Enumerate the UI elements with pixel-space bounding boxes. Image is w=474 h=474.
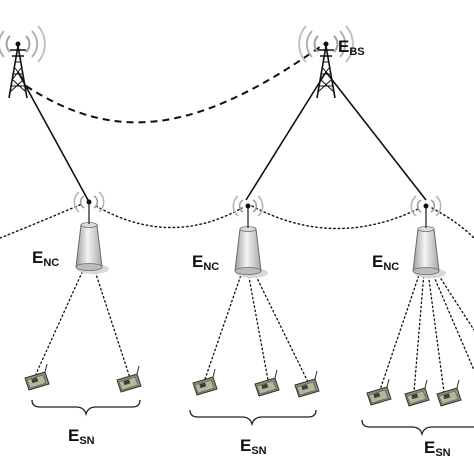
link-base-station-coordinator-3 — [325, 71, 427, 201]
sensor-node-icon — [24, 363, 50, 391]
sensor-node-icon — [366, 378, 392, 406]
mesh-link-right-edge — [431, 207, 474, 239]
network-coordinator-3-icon — [410, 195, 447, 279]
sensor-node-icon — [404, 379, 430, 407]
coordinator-3-label: ENC — [372, 252, 399, 273]
coordinator-2-label: ENC — [192, 252, 219, 273]
mesh-link-left-edge — [0, 203, 83, 239]
link-base-station-coordinator-2 — [245, 71, 327, 201]
mesh-link-2-3 — [251, 205, 421, 230]
tower-backhaul-link — [25, 43, 325, 124]
network-coordinator-1-icon — [73, 191, 110, 275]
sensor-group-3-label: ESN — [424, 438, 451, 459]
coordinator-mesh-links — [0, 203, 474, 239]
network-coordinator-2-icon — [232, 195, 269, 279]
sensor-node-icon — [192, 368, 218, 396]
sensor-group-braces — [31, 399, 474, 437]
brace-group-2 — [189, 409, 317, 427]
sensor-node-icon — [294, 370, 320, 398]
coordinator-1-label: ENC — [32, 248, 59, 269]
cell-tower-icon — [0, 25, 46, 99]
backbone-links — [17, 71, 427, 201]
sensor-nodes — [24, 363, 462, 407]
sensor-node-icon — [116, 365, 142, 393]
base-station-label: EBS — [338, 37, 365, 58]
sensor-links — [35, 267, 474, 393]
sensor-group-1-label: ESN — [68, 426, 95, 447]
mesh-link-1-2 — [95, 205, 243, 229]
link-left-tower-coordinator — [17, 71, 89, 201]
brace-group-3 — [361, 419, 474, 437]
sensor-node-icon — [436, 379, 462, 407]
sensor-group-2-label: ESN — [240, 436, 267, 457]
brace-group-1 — [31, 399, 141, 417]
